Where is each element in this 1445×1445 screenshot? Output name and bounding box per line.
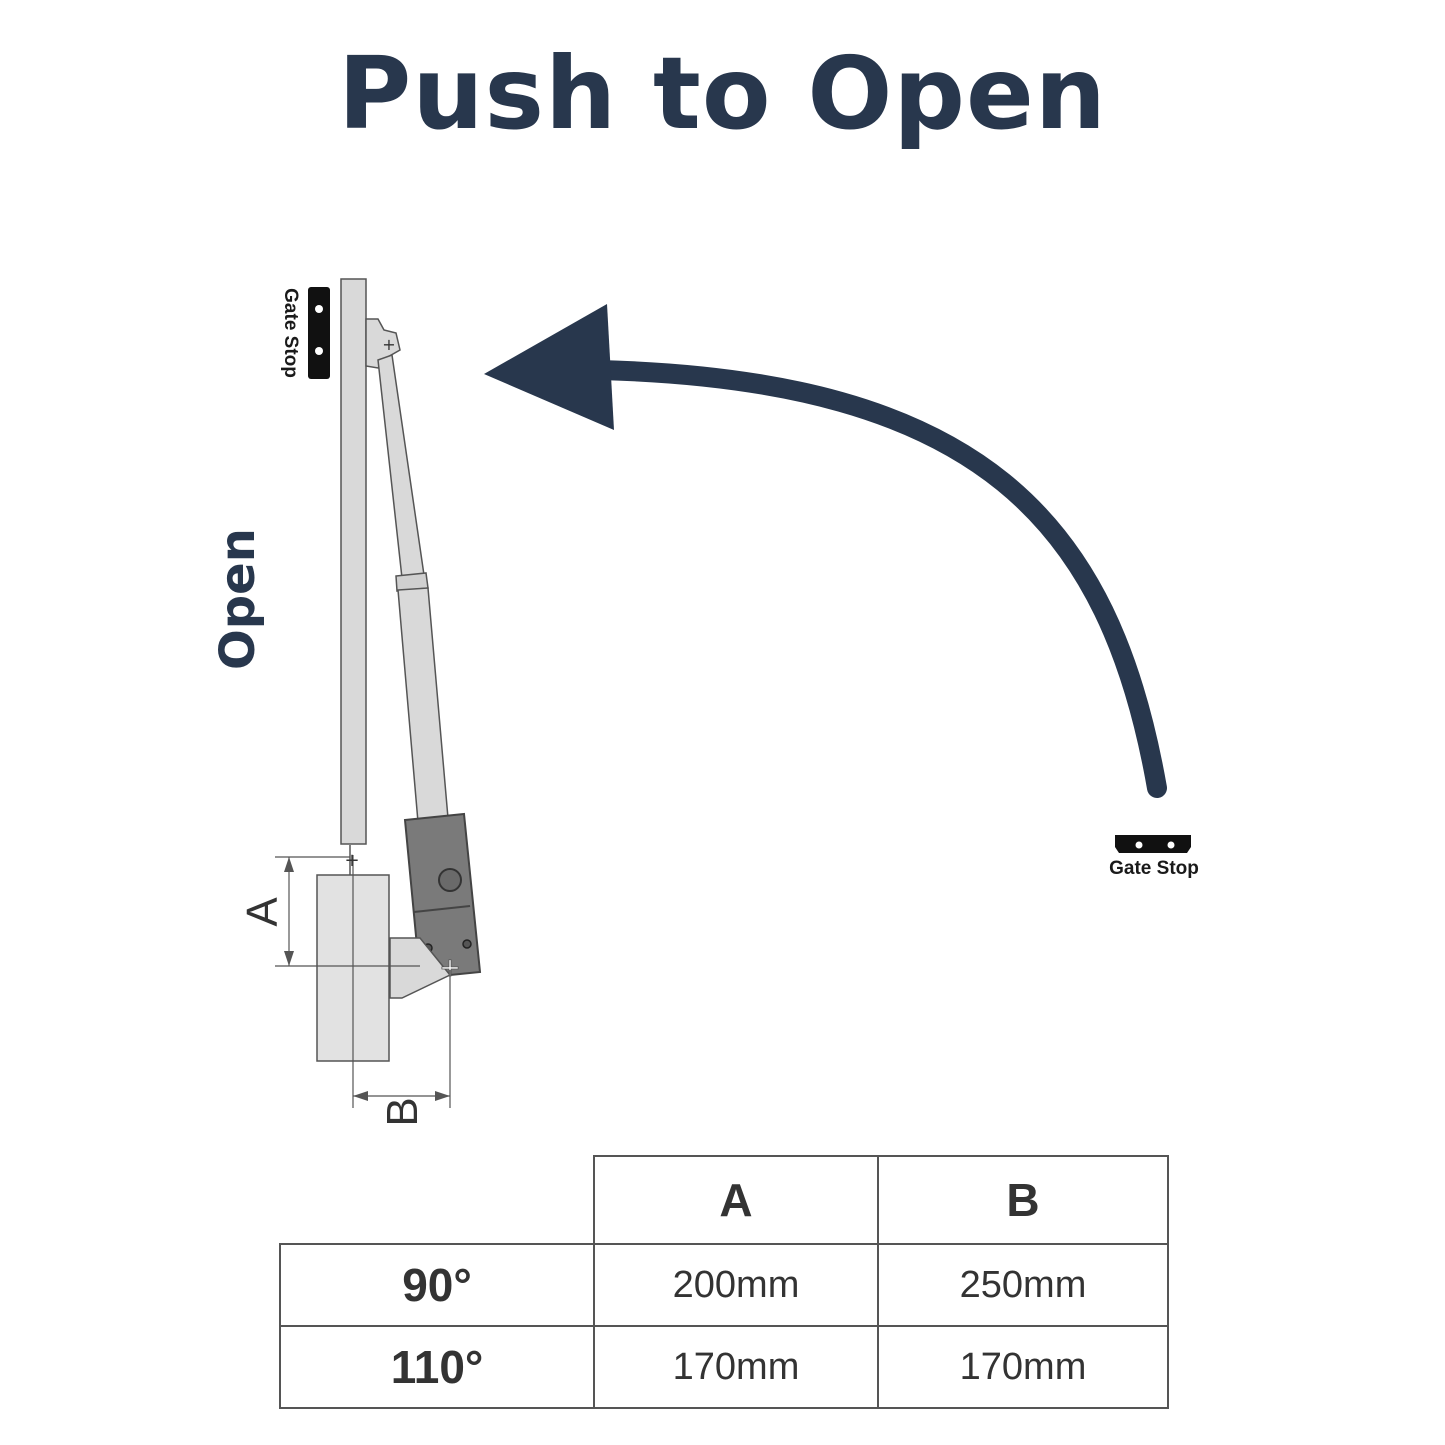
arrow-curve: [590, 360, 1167, 798]
arrow-head: [484, 304, 614, 430]
motor-knob: [438, 868, 462, 892]
actuator-tube: [397, 587, 449, 823]
table-corner-cell: [280, 1156, 595, 1245]
pivot-mark-top: +: [382, 335, 395, 354]
dimension-table: A B 90° 200mm 250mm 110° 170mm 170mm: [279, 1155, 1169, 1409]
pivot-mark-hinge: +: [344, 850, 359, 871]
table-row: 110° 170mm 170mm: [279, 1325, 1169, 1409]
column-header-b: B: [877, 1155, 1169, 1245]
table-row: 90° 200mm 250mm: [279, 1243, 1169, 1327]
gate-stop-right-label: Gate Stop: [1109, 858, 1199, 879]
actuator-rod: [377, 353, 425, 579]
motor-housing: [403, 812, 482, 980]
lower-bracket: [389, 937, 452, 999]
row-value-b: 170mm: [877, 1325, 1169, 1409]
dimension-b-label: B: [378, 1097, 427, 1126]
gate-stop-top: Gate Stop: [280, 287, 330, 379]
gate-stop-top-label: Gate Stop: [280, 288, 301, 378]
gate-stop-right: Gate Stop: [1109, 835, 1199, 879]
table-header-row: A B: [280, 1155, 1169, 1245]
dimension-a-label: A: [238, 897, 287, 927]
row-value-a: 200mm: [593, 1243, 879, 1327]
gate-post: [340, 278, 367, 845]
pivot-mark-bottom: +: [439, 953, 461, 983]
row-value-a: 170mm: [593, 1325, 879, 1409]
upper-bracket: [365, 318, 401, 369]
row-angle: 90°: [279, 1243, 595, 1327]
column-header-a: A: [593, 1155, 879, 1245]
row-value-b: 250mm: [877, 1243, 1169, 1327]
row-angle: 110°: [279, 1325, 595, 1409]
page-title: Push to Open: [338, 35, 1107, 152]
